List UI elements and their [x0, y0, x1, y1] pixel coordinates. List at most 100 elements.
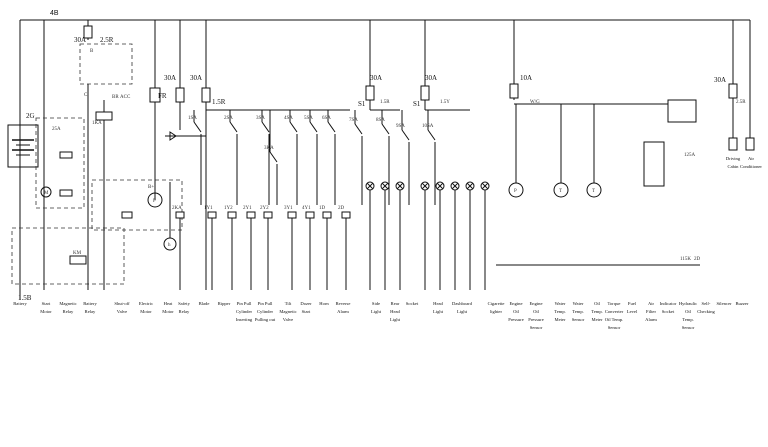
bottom-label-indicator-socket: Indicator	[660, 301, 677, 306]
bottom-label-reverse-alarm: Reverse	[336, 301, 351, 306]
coil-symbol	[305, 211, 315, 219]
switch-contact	[261, 121, 270, 133]
bottom-label-self-checking: Self-	[702, 301, 711, 306]
ac-fuse-label: 30A	[714, 76, 726, 84]
switch-contact	[229, 121, 238, 133]
bottom-label-battery: Battery	[13, 301, 27, 306]
bottom-label-head-light: Head	[433, 301, 443, 306]
relay-box-right	[667, 99, 697, 123]
bottom-label-torque-converter: Converter	[605, 309, 624, 314]
relay-coil	[59, 151, 73, 159]
bottom-label-hydraulic-oil-temp: Temp.	[682, 317, 694, 322]
cabin-box	[728, 137, 738, 151]
ignition-25r-label: 2.5R	[100, 36, 114, 44]
bottom-label-torque-converter: Sensor	[608, 325, 621, 330]
starter-fuse-label: 30A	[74, 36, 86, 44]
right-label-driving-cabin: Cabin	[728, 164, 740, 169]
bottom-label-water-temp-meter: Meter	[555, 317, 566, 322]
bottom-label-pin-pull-cyl: Inserting	[236, 317, 253, 322]
switch-contact	[327, 121, 336, 133]
lamp-cross	[366, 182, 374, 190]
ignition-acc-label: ACC	[120, 95, 131, 100]
start-motor-symbol	[40, 186, 52, 198]
bottom-label-water-temp-meter: Water	[555, 301, 566, 306]
f-label: F	[153, 199, 156, 204]
1ka-relay-coil	[95, 111, 113, 121]
bottom-label-water-temp-sensor: Sensor	[572, 317, 585, 322]
bottom-label-safety-relay: Relay	[179, 309, 190, 314]
starter-fuse	[83, 25, 93, 39]
bottom-label-air-filter: Air	[648, 301, 655, 306]
s1a-label: S1	[358, 100, 366, 108]
bottom-label-oil-temp-meter: Meter	[592, 317, 603, 322]
relay-dashed-box	[35, 117, 85, 209]
coil-label: 1Y1	[204, 206, 213, 211]
fuse-3-label: 30A	[190, 74, 202, 82]
head-light-fuse	[420, 85, 430, 101]
bottom-label-dozer-start: Dozer	[300, 301, 312, 306]
head-fuse-label: 30A	[425, 74, 437, 82]
bottom-label-magnetic-relay: Magnetic	[59, 301, 76, 306]
bottom-label-cigarette-lighter: Cigarette	[488, 301, 505, 306]
bottom-label-water-temp-sensor: Water	[573, 301, 584, 306]
ignition-switch-box	[79, 43, 133, 85]
bottom-label-torque-converter: Torque	[608, 301, 621, 306]
bottom-label-electric-motor: Motor	[140, 309, 152, 314]
lamp-cross	[436, 182, 444, 190]
ignition-s-label: 25A	[52, 127, 61, 132]
h-label: h	[168, 243, 171, 248]
coil-label: 1Y2	[224, 206, 233, 211]
switch-label: 5SA	[304, 116, 313, 121]
coil-symbol	[246, 211, 256, 219]
p-label: P	[514, 189, 517, 194]
relay-coil	[59, 189, 73, 197]
bottom-label-electric-motor: Electric	[139, 301, 153, 306]
coil-symbol	[287, 211, 297, 219]
bottom-label-pin-pull-cyl-out: Pulling out	[255, 317, 276, 322]
bottom-label-torque-converter: Oil Temp.	[605, 317, 623, 322]
switch-label: 9SA	[396, 124, 405, 129]
bottom-label-reverse-alarm: Alarm	[337, 309, 349, 314]
electric-motor-symbol	[147, 192, 163, 208]
coil-symbol	[227, 211, 237, 219]
ac-box	[745, 137, 755, 151]
bottom-label-hydraulic-oil-temp: Oil	[685, 309, 692, 314]
lamp-group	[365, 181, 490, 290]
switch-contact	[427, 129, 436, 141]
ignition-b-label: B	[90, 49, 94, 54]
bottom-label-shutoff-valve: Valve	[117, 309, 127, 314]
switch-contact	[381, 123, 390, 135]
switch-label: 2SA	[224, 116, 233, 121]
motor-dashed-box	[91, 179, 183, 231]
right-label-driving-cabin: Driving	[726, 156, 741, 161]
bottom-label-hydraulic-oil-temp: Sensor	[682, 325, 695, 330]
bottom-label-tilt-valve: Magnetic	[279, 309, 296, 314]
switch-label: 3SA	[256, 116, 265, 121]
top-bus-label: 4B	[50, 10, 59, 17]
bottom-label-oil-temp-meter: Oil	[594, 301, 601, 306]
coil-label: 4Y1	[302, 206, 311, 211]
bottom-label-rear-head-light: Head	[390, 309, 400, 314]
fuse-2	[175, 87, 185, 103]
ignition-ka-label: 1KA	[92, 121, 102, 126]
s1b-label: S1	[413, 100, 421, 108]
bottom-label-tilt-valve: Valve	[283, 317, 293, 322]
bottom-label-dozer-start: Start	[302, 309, 311, 314]
switch-contact	[354, 123, 363, 135]
bottom-label-side-light: Side	[372, 301, 380, 306]
battery-relay-coil	[69, 255, 87, 265]
km-label: KM	[73, 251, 82, 256]
ground-label: 1.5B	[18, 294, 32, 302]
b-plus-label: B+	[148, 185, 154, 190]
battery-relay-dashed-box	[11, 227, 125, 285]
bottom-label-horn: Horn	[319, 301, 329, 306]
fr-fuse	[149, 87, 161, 103]
bottom-label-self-checking: Checking	[697, 309, 715, 314]
bottom-label-engine-oil-pressure: Engine	[509, 301, 522, 306]
fuse-3	[201, 87, 211, 103]
bottom-label-silencer: Silencer	[716, 301, 732, 306]
15r-label: 1.5R	[212, 98, 226, 106]
